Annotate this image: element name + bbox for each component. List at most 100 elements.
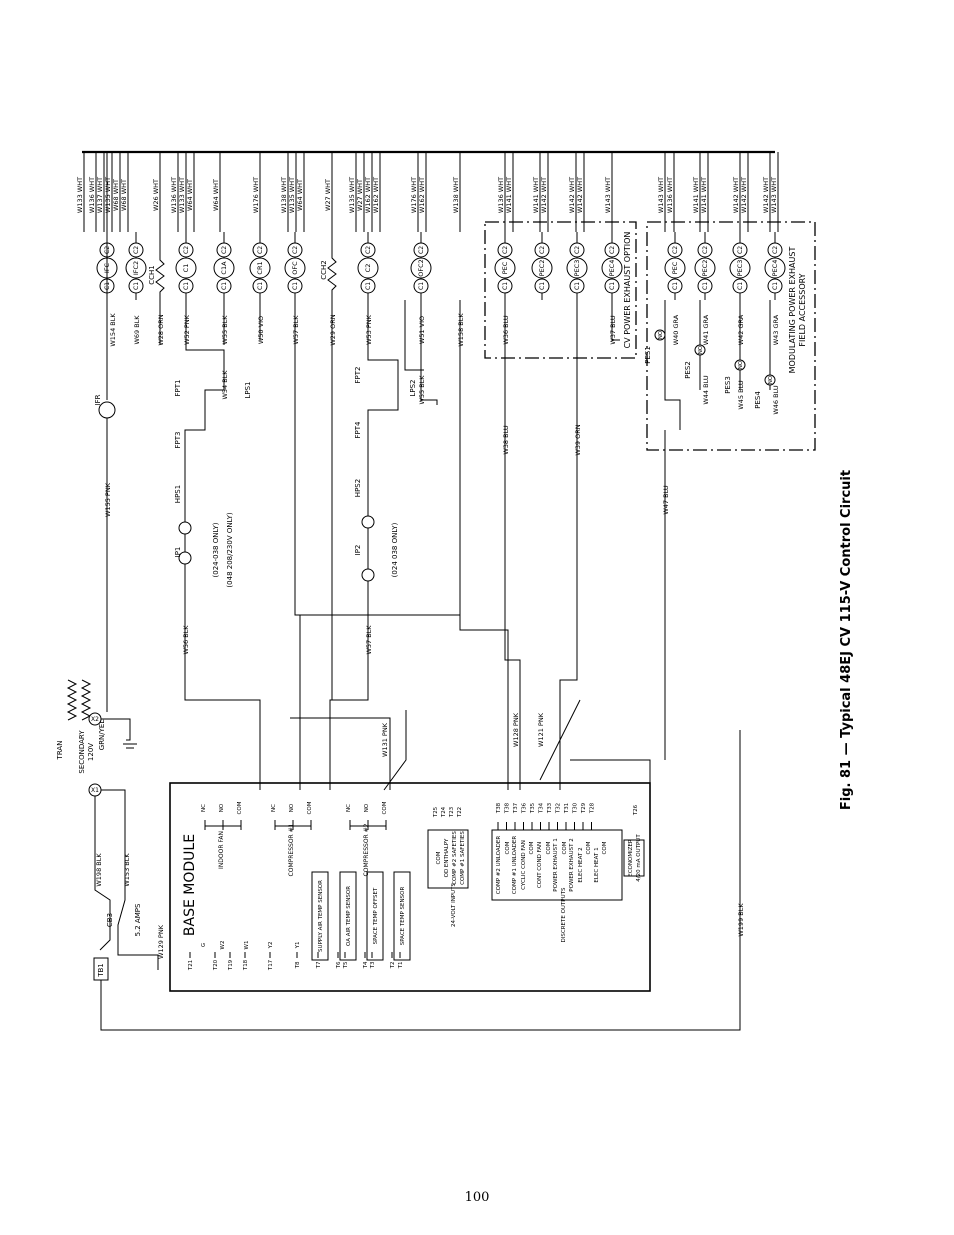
branch-wire-label: W40 GRA [672,314,680,345]
economizer-terminal: T26 [633,804,639,816]
output-terminal: T34 [539,802,545,814]
bus-wire-label: W141 WHT [505,177,513,213]
relay-contact: NO [289,803,295,812]
base-module-title: BASE MODULE [182,834,198,936]
left-terminal: T17 [268,959,274,971]
branch-wire-label: W38 BLU [502,425,510,455]
branch-wire-label: W42 GRA [737,314,745,345]
branch-wire-label: W41 GRA [702,314,710,345]
relay-label: COMPRESSOR #2 [363,823,370,876]
coil-c2: C2 [183,246,190,254]
transformer-x1: X1 [91,787,99,794]
bus-wire-label: W27 WHT [356,179,364,211]
page-number: 100 [464,1190,490,1205]
transformer-x2: X2 [91,716,99,723]
sensor-label: SUPPLY AIR TEMP SENSOR [318,880,324,952]
pes-name: PES1 [644,346,652,364]
left-terminal-label: W2 [220,941,226,950]
switch-fpt2: FPT2 [354,367,362,384]
modulating-power-exhaust-box [646,221,816,451]
relay-contact: COM [382,801,388,814]
coil-c1: C1 [574,282,581,290]
branch-wire-label: W43 GRA [772,314,780,345]
bus-wire-label: W143 WHT [770,177,778,213]
branch-wire-label: W121 PNK [537,712,545,747]
branch-wire-label: W155 PNK [104,482,112,517]
switch-lps2: LPS2 [409,379,417,396]
bus-wire-label: W162 WHT [364,177,372,213]
coil-c2: C2 [502,246,509,254]
crankcase-heater-2: CCH2 [320,152,337,700]
branch-wire-label: W47 BLU [662,485,670,515]
bus-wire-label: W64 WHT [186,179,194,211]
output-com: COM [586,841,592,854]
coil-name: C1A [220,261,228,275]
branch-wire-label: W198 BLK [95,853,103,887]
output-label: CONT COND FAN [537,842,543,888]
branch-wire-label: W129 PNK [157,924,165,959]
modulating-label-2: FIELD ACCESSORY [798,273,807,346]
left-terminal: T7 [316,961,322,969]
switch-fpt4: FPT4 [354,421,362,439]
relay-contact: NC [201,804,207,812]
relay-label: COMPRESSOR #1 [288,823,295,876]
bus-wire-label: W135 WHT [348,177,356,213]
branch-wire-label: W39 ORN [574,424,582,455]
coil-c2: C2 [418,246,425,254]
pes-name: PES3 [724,376,732,394]
coil-name: C1 [182,264,190,273]
branch-wire-label: W36 BLU [502,315,510,345]
output-label: ELEC HEAT 1 [594,847,600,882]
left-terminal: T20 [213,959,219,971]
branch-wire-label: W45 BLU [737,380,745,410]
coil-c2: C2 [221,246,228,254]
bus-wire-label: W142 WHT [732,177,740,213]
pes-contact: NO [658,330,664,339]
crankcase-heater-1-label: CCH1 [148,265,156,285]
output-com: COM [602,841,608,854]
output-terminal: T28 [590,802,596,814]
coil-c1: C1 [539,282,546,290]
bus-wire-label: W137 WHT [96,177,104,213]
pes-contact: NO [698,345,704,354]
branch-wire-label: W199 BLK [737,903,745,937]
left-terminal-label: Y1 [295,942,301,950]
input-label: COMP #2 SAFETIES [452,831,458,885]
output-terminal: T38 [505,802,511,814]
bus-wire-label: W143 WHT [604,177,612,213]
bus-wire-label: W27 WHT [324,179,332,211]
inputs-box [427,829,469,889]
coil-c1: C1 [502,282,509,290]
bus-wire-label: W136 WHT [170,177,178,213]
branch-wire-label: W131 PNK [381,722,389,757]
bus-wire-label: W135 WHT [104,177,112,213]
coil-c2: C2 [133,246,140,254]
branch-wire-label: W158 BLK [457,313,465,347]
left-terminal: T21 [188,960,194,971]
branch-wire-label: W51 VIO [418,316,426,344]
coil-name: PEC4 [771,260,779,277]
branch-wire-label: W54 BLK [221,370,229,400]
breaker-rating: 5.2 AMPS [134,903,142,936]
input-label: COMP #1 SAFETIES [460,831,466,885]
cv-power-exhaust-label: CV POWER EXHAUST OPTION [623,232,632,349]
coil-c2: C2 [539,246,546,254]
modulating-label-1: MODULATING POWER EXHAUST [788,247,797,374]
branch-wire-label: W57 BLK [292,315,300,345]
breaker-label: CB3 [106,913,114,927]
branch-wire-label: W53 PNK [365,314,373,345]
